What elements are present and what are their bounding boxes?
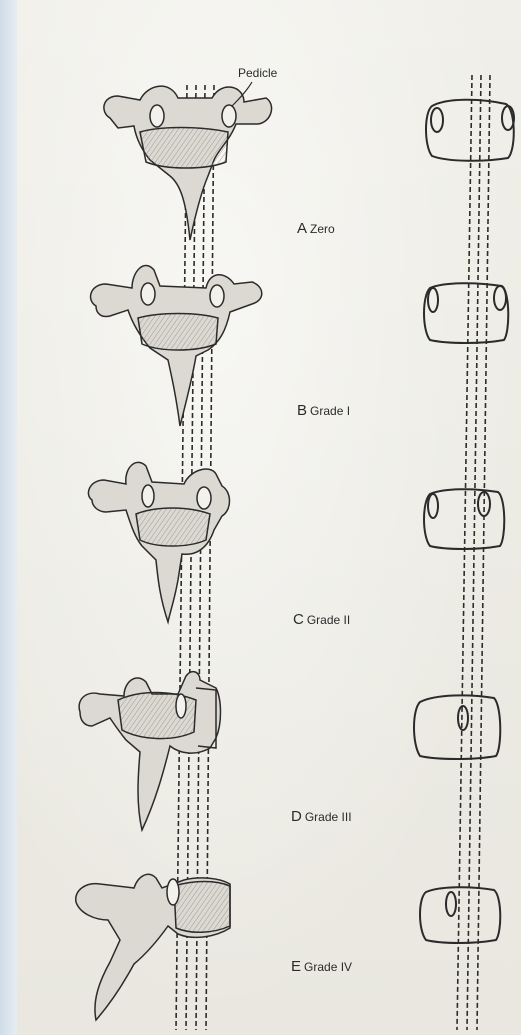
grade-name: Grade IV [304,960,352,974]
grade-name: Grade II [307,613,350,627]
vertebra-b-grade-1 [91,265,262,426]
grade-name: Zero [310,222,335,236]
grade-letter: C [293,611,304,628]
grade-letter: E [291,958,301,975]
vertebra-d-grade-3 [79,672,220,830]
grade-name: Grade III [305,810,352,824]
grade-letter: A [297,220,307,237]
vertebra-a-zero [104,86,272,240]
grade-letter: B [297,402,307,419]
schematic-e-grade-4 [420,887,500,943]
grade-name: Grade I [310,404,350,418]
schematic-d-grade-3 [414,695,500,759]
vertebra-c-grade-2 [88,462,229,622]
grade-letter: D [291,808,302,825]
schematic-b-grade-1 [424,283,508,343]
pedicle-label: Pedicle [238,66,277,80]
